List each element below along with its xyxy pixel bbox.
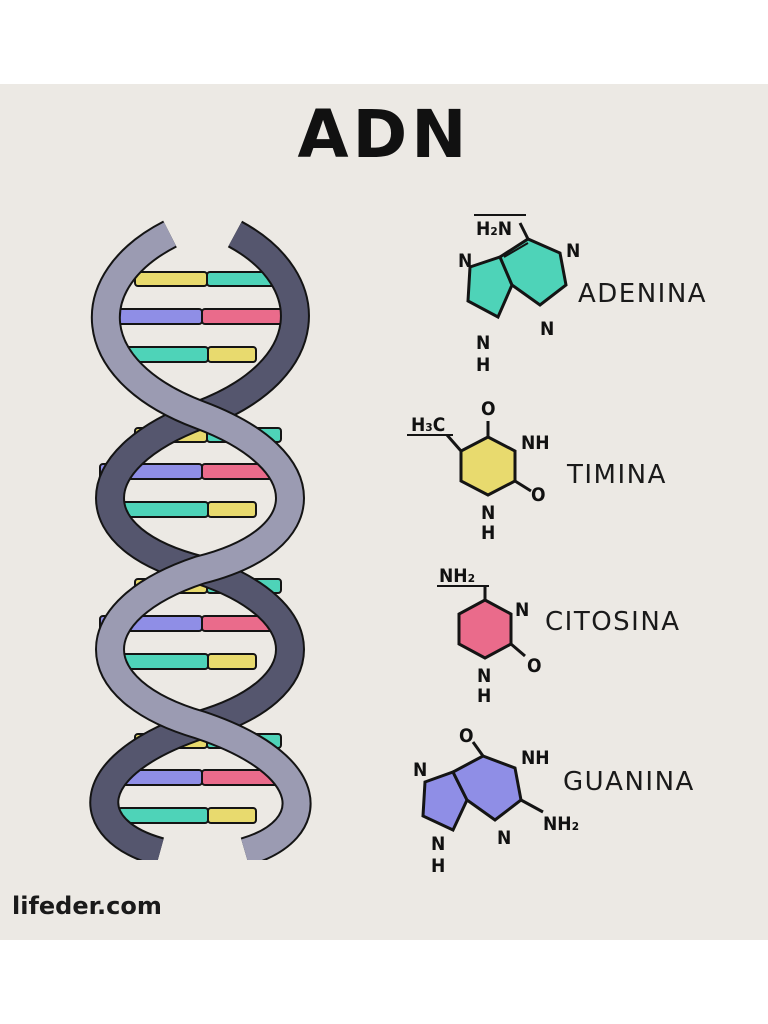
label-adenina: ADENINA bbox=[578, 279, 708, 309]
citosina-n-label: N bbox=[515, 599, 529, 621]
timina-o1-label: O bbox=[481, 398, 496, 420]
label-citosina: CITOSINA bbox=[545, 607, 681, 637]
guanina-o-label: O bbox=[459, 725, 474, 747]
citosina-o-label: O bbox=[527, 655, 542, 677]
adenina-n3-label: N bbox=[540, 318, 554, 340]
guanina-amine-label: NH₂ bbox=[543, 813, 579, 835]
adenina-n1-label: N bbox=[566, 240, 580, 262]
rung-timina-adenina bbox=[134, 271, 208, 287]
dna-helix-illustration bbox=[89, 220, 312, 860]
guanina-n3-label: N bbox=[431, 833, 445, 855]
timina-n-label: N bbox=[481, 502, 495, 524]
timina-nh-label: NH bbox=[521, 432, 550, 454]
timina-structure: H₃C O NH O N H bbox=[407, 398, 550, 544]
page-title: ADN bbox=[297, 96, 471, 173]
guanina-n1-label: N bbox=[413, 759, 427, 781]
citosina-pyrimidine-ring bbox=[457, 598, 513, 660]
timina-methyl-label: H₃C bbox=[411, 414, 445, 436]
adenina-pyrimidine-ring bbox=[498, 237, 568, 307]
citosina-structure: NH₂ N O N H bbox=[437, 565, 542, 707]
label-guanina: GUANINA bbox=[563, 767, 695, 797]
citosina-h-label: H bbox=[477, 685, 491, 707]
site-credit: lifeder.com bbox=[12, 892, 162, 920]
guanina-pyrimidine-ring bbox=[451, 754, 523, 822]
adenina-h-label: H bbox=[476, 354, 490, 376]
guanina-structure: O NH N NH₂ N N H bbox=[413, 725, 579, 877]
timina-h-label: H bbox=[481, 522, 495, 544]
adenina-nh-label: N bbox=[476, 332, 490, 354]
adenina-amine-label: H₂N bbox=[476, 218, 512, 240]
label-timina: TIMINA bbox=[567, 460, 667, 490]
guanina-h-label: H bbox=[431, 855, 445, 877]
timina-pyrimidine-ring bbox=[459, 435, 517, 497]
adenina-structure: H₂N N N N N H bbox=[458, 214, 580, 376]
guanina-nh-label: NH bbox=[521, 747, 550, 769]
guanina-imidazole-ring bbox=[421, 770, 469, 832]
guanina-n2-label: N bbox=[497, 827, 511, 849]
citosina-amine-label: NH₂ bbox=[439, 565, 475, 587]
citosina-n2-label: N bbox=[477, 665, 491, 687]
adenina-n2-label: N bbox=[458, 250, 472, 272]
adenina-imidazole-ring bbox=[466, 255, 514, 320]
timina-o2-label: O bbox=[531, 484, 546, 506]
